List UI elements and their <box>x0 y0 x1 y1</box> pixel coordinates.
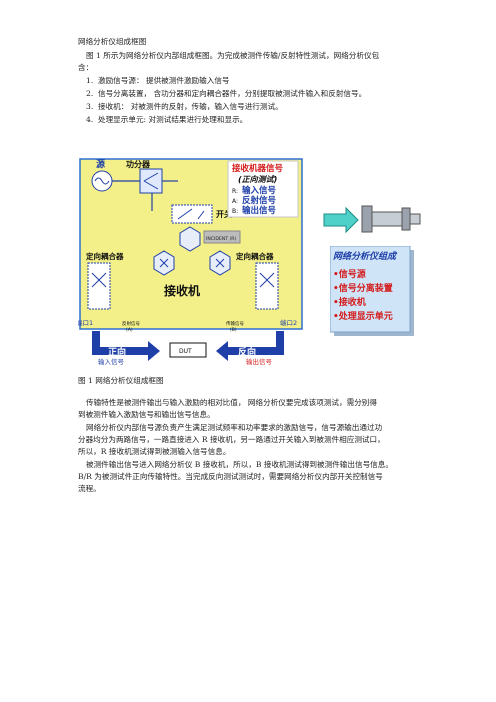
figure-caption: 图 1 网络分析仪组成框图 <box>78 376 164 385</box>
incident-box <box>203 230 241 244</box>
intro-line-1: 图 1 所示为网络分析仪内部组成框图。为完成被测件传输/反射特性测试，网络分析仪… <box>86 51 380 60</box>
splitter-block <box>139 168 163 194</box>
signal-label: 输入信号 <box>242 185 277 196</box>
list-text: 激励信号源： 提供被测件激励输入信号 <box>98 76 230 85</box>
coupler-right-block <box>255 262 279 310</box>
incident-label: INCIDENT (R) <box>206 236 236 242</box>
network-analyzer-diagram: 源 功分器 开关 接收机器信号 (正向测试) R: 输入信号 A: 反射信号 B… <box>78 158 303 365</box>
list-item: 1. 激励信号源： 提供被测件激励输入信号 <box>86 75 230 86</box>
list-item: 3. 接收机： 对被测件的反射，传输，输入信号进行测试。 <box>86 101 283 112</box>
splitter-label: 功分器 <box>126 159 151 169</box>
list-text: 接收机： 对被测件的反射，传输，输入信号进行测试。 <box>98 102 283 111</box>
summary-item: •接收机 <box>333 296 366 308</box>
body-line: 流程。 <box>78 484 101 493</box>
body-line: 到被测件输入激励信号和输出信号信息。 <box>78 410 215 419</box>
signal-label: 输出信号 <box>242 205 277 216</box>
connector-figure <box>323 205 421 234</box>
receiver-box-sub: (正向测试) <box>238 175 277 184</box>
forward-arrow-icon <box>92 331 160 361</box>
switch-block <box>171 204 213 224</box>
list-number: 3. <box>86 102 94 111</box>
coupler-right-label: 定向耦合器 <box>236 251 274 261</box>
connector-icon <box>361 205 373 233</box>
reflected-sub: (A) <box>126 327 133 333</box>
summary-title: 网络分析仪组成 <box>333 251 398 262</box>
transmitted-sub: (B) <box>230 327 237 333</box>
reverse-label: 反向 <box>238 346 256 358</box>
list-item: 4. 处理显示单元: 对测试结果进行处理和显示。 <box>86 114 247 125</box>
dut-block <box>169 342 207 358</box>
dut-label: DUT <box>179 348 192 355</box>
switch-label: 开关 <box>216 209 232 219</box>
list-item: 2. 信号分离装置， 含功分器和定向耦合器件，分别提取被测试件输入和反射信号。 <box>86 88 366 99</box>
summary-item: •信号分离装置 <box>333 282 393 294</box>
signal-key: R: <box>232 188 238 195</box>
doc-title: 网络分析仪组成框图 <box>78 37 147 46</box>
list-number: 4. <box>86 115 94 124</box>
reflected-label: 反射信号 <box>122 320 140 327</box>
summary-card: 网络分析仪组成 •信号源 •信号分离装置 •接收机 •处理显示单元 <box>330 246 414 336</box>
port2-label: 端口2 <box>280 318 297 327</box>
summary-item: •信号源 <box>333 268 366 280</box>
port1-label: 端口1 <box>78 318 93 327</box>
source-label: 源 <box>96 158 105 170</box>
body-line: 分器均分为两路信号，一路直接进入 R 接收机，另一路通过开关输入到被测件相应测试… <box>78 435 385 444</box>
input-signal-label: 输入信号 <box>98 357 125 365</box>
forward-label: 正向 <box>108 346 126 358</box>
coupler-left-label: 定向耦合器 <box>86 251 124 261</box>
list-number: 2. <box>86 89 94 98</box>
receiver-r-icon <box>179 226 201 252</box>
signal-label: 反射信号 <box>242 195 277 206</box>
intro-line-2: 含： <box>78 63 94 72</box>
body-line: 被测件输出信号进入网络分析仪 B 接收机，所以，B 接收机测试得到被测件输出信号… <box>86 460 393 469</box>
receiver-signal-box <box>227 160 299 218</box>
output-signal-label: 输出信号 <box>246 357 273 365</box>
arrow-icon <box>323 206 359 234</box>
body-line: B/R 为被测试件正向传输特性。当完成反向测试测试时，需要网络分析仪内部开关控制… <box>78 472 383 481</box>
coupler-left-block <box>87 262 111 310</box>
summary-panel <box>330 246 411 333</box>
receiver-box-title: 接收机器信号 <box>232 163 284 174</box>
list-number: 1. <box>86 76 94 85</box>
transmitted-label: 传输信号 <box>226 320 244 327</box>
reverse-arrow-icon <box>216 331 284 361</box>
signal-key: B: <box>232 208 238 215</box>
list-text: 信号分离装置， 含功分器和定向耦合器件，分别提取被测试件输入和反射信号。 <box>98 89 367 98</box>
body-line: 网络分析仪内部信号源负责产生满足测试频率和功率要求的激励信号，信号源输出通过功 <box>86 423 383 432</box>
body-line: 传输特性是被测件输出与输入激励的相对比值， 网络分析仪要完成该项测试，需分别得 <box>86 398 377 407</box>
summary-item: •处理显示单元 <box>333 310 393 322</box>
list-text: 处理显示单元: 对测试结果进行处理和显示。 <box>98 115 248 124</box>
receiver-label: 接收机 <box>164 283 200 298</box>
body-line: 所以，R 接收机测试得到被测输入信号信息。 <box>78 447 231 456</box>
signal-key: A: <box>232 198 238 205</box>
